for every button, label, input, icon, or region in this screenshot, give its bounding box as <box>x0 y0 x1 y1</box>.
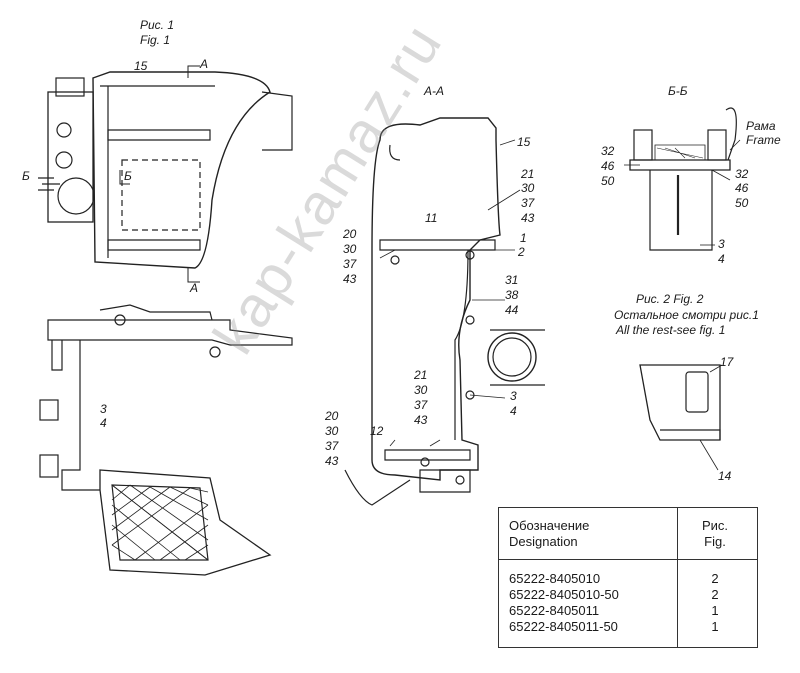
table-cell-designation: 65222-8405011-50 <box>509 619 618 634</box>
callout-11: 11 <box>425 211 438 225</box>
callout-12: 12 <box>370 424 384 438</box>
callout-20: 20 <box>343 227 357 241</box>
callout-50: 50 <box>601 174 615 188</box>
callout-14: 14 <box>718 469 732 483</box>
callout-3: 3 <box>100 402 107 416</box>
callout-43: 43 <box>521 211 535 225</box>
callout-30: 30 <box>343 242 357 256</box>
table-cell-designation: 65222-8405010 <box>509 571 601 586</box>
fig2-caption-line1: Рис. 2 Fig. 2 <box>636 292 704 306</box>
table-header-fig-en: Fig. <box>704 534 726 549</box>
section-bb-caption: Б-Б <box>668 84 688 98</box>
callout-30: 30 <box>325 424 339 438</box>
callout-44: 44 <box>505 303 519 317</box>
callout-43: 43 <box>414 413 428 427</box>
callout-37: 37 <box>343 257 357 271</box>
callout-3: 3 <box>510 389 517 403</box>
fig1-bottom-view <box>39 304 293 576</box>
fig1-caption-en: Fig. 1 <box>140 33 171 47</box>
callout-1: 1 <box>520 231 527 245</box>
callout-3: 3 <box>718 237 725 251</box>
table-cell-fig: 1 <box>711 603 719 618</box>
table-header-fig: Рис. Fig. <box>685 518 745 550</box>
callout-38: 38 <box>505 288 519 302</box>
table-header-designation-en: Designation <box>509 534 578 549</box>
table-cell-fig: 2 <box>711 571 719 586</box>
table-divider-vertical <box>677 508 678 647</box>
callout-15: 15 <box>517 135 531 149</box>
fig2-view <box>639 364 721 441</box>
table-header-designation-ru: Обозначение <box>509 518 590 533</box>
callout-20: 20 <box>325 409 339 423</box>
table-row: 65222-8405010-50 2 <box>509 587 749 603</box>
callout-21: 21 <box>521 167 535 181</box>
table-cell-designation: 65222-8405011 <box>509 603 600 618</box>
table-cell-fig: 2 <box>711 587 719 602</box>
fig2-caption-line3: All the rest-see fig. 1 <box>616 323 726 337</box>
section-aa-view <box>344 117 545 506</box>
callout-37: 37 <box>325 439 339 453</box>
table-row: 65222-8405010 2 <box>509 571 749 587</box>
callout-2: 2 <box>518 245 525 259</box>
table-row: 65222-8405011 1 <box>509 603 749 619</box>
callout-4: 4 <box>718 252 725 266</box>
section-mark-a-top: А <box>200 57 209 71</box>
callout-31: 31 <box>505 273 519 287</box>
callout-21: 21 <box>414 368 428 382</box>
frame-label-en: Frame <box>746 133 781 147</box>
callout-4: 4 <box>510 404 517 418</box>
fig1-top-view <box>38 65 293 283</box>
table-cell-designation: 65222-8405010-50 <box>509 587 619 602</box>
table-header-fig-ru: Рис. <box>701 518 729 533</box>
section-mark-b-left: Б <box>22 169 30 183</box>
section-mark-b-right: Б <box>124 169 132 183</box>
callout-30: 30 <box>414 383 428 397</box>
callout-17: 17 <box>720 355 734 369</box>
designation-table: Обозначение Designation Рис. Fig. 65222-… <box>498 507 758 648</box>
callout-30: 30 <box>521 181 535 195</box>
callout-50: 50 <box>735 196 749 210</box>
table-row: 65222-8405011-50 1 <box>509 619 749 635</box>
fig2-caption-line2: Остальное смотри рис.1 <box>614 308 759 322</box>
callout-32: 32 <box>601 144 615 158</box>
callout-15: 15 <box>134 59 148 73</box>
callout-43: 43 <box>325 454 339 468</box>
callout-43: 43 <box>343 272 357 286</box>
fig1-caption-ru: Рис. 1 <box>140 18 175 32</box>
leader-lines <box>379 139 741 471</box>
table-divider-horizontal <box>499 559 757 560</box>
table-header-designation: Обозначение Designation <box>509 518 589 550</box>
callout-37: 37 <box>521 196 535 210</box>
callout-32: 32 <box>735 167 749 181</box>
callout-4: 4 <box>100 416 107 430</box>
table-cell-fig: 1 <box>711 619 719 634</box>
section-mark-a-bottom: А <box>190 281 199 295</box>
callout-46: 46 <box>601 159 615 173</box>
callout-46: 46 <box>735 181 749 195</box>
callout-37: 37 <box>414 398 428 412</box>
section-bb-view <box>629 107 737 251</box>
frame-label-ru: Рама <box>746 119 776 133</box>
section-aa-caption: А-А <box>424 84 445 98</box>
